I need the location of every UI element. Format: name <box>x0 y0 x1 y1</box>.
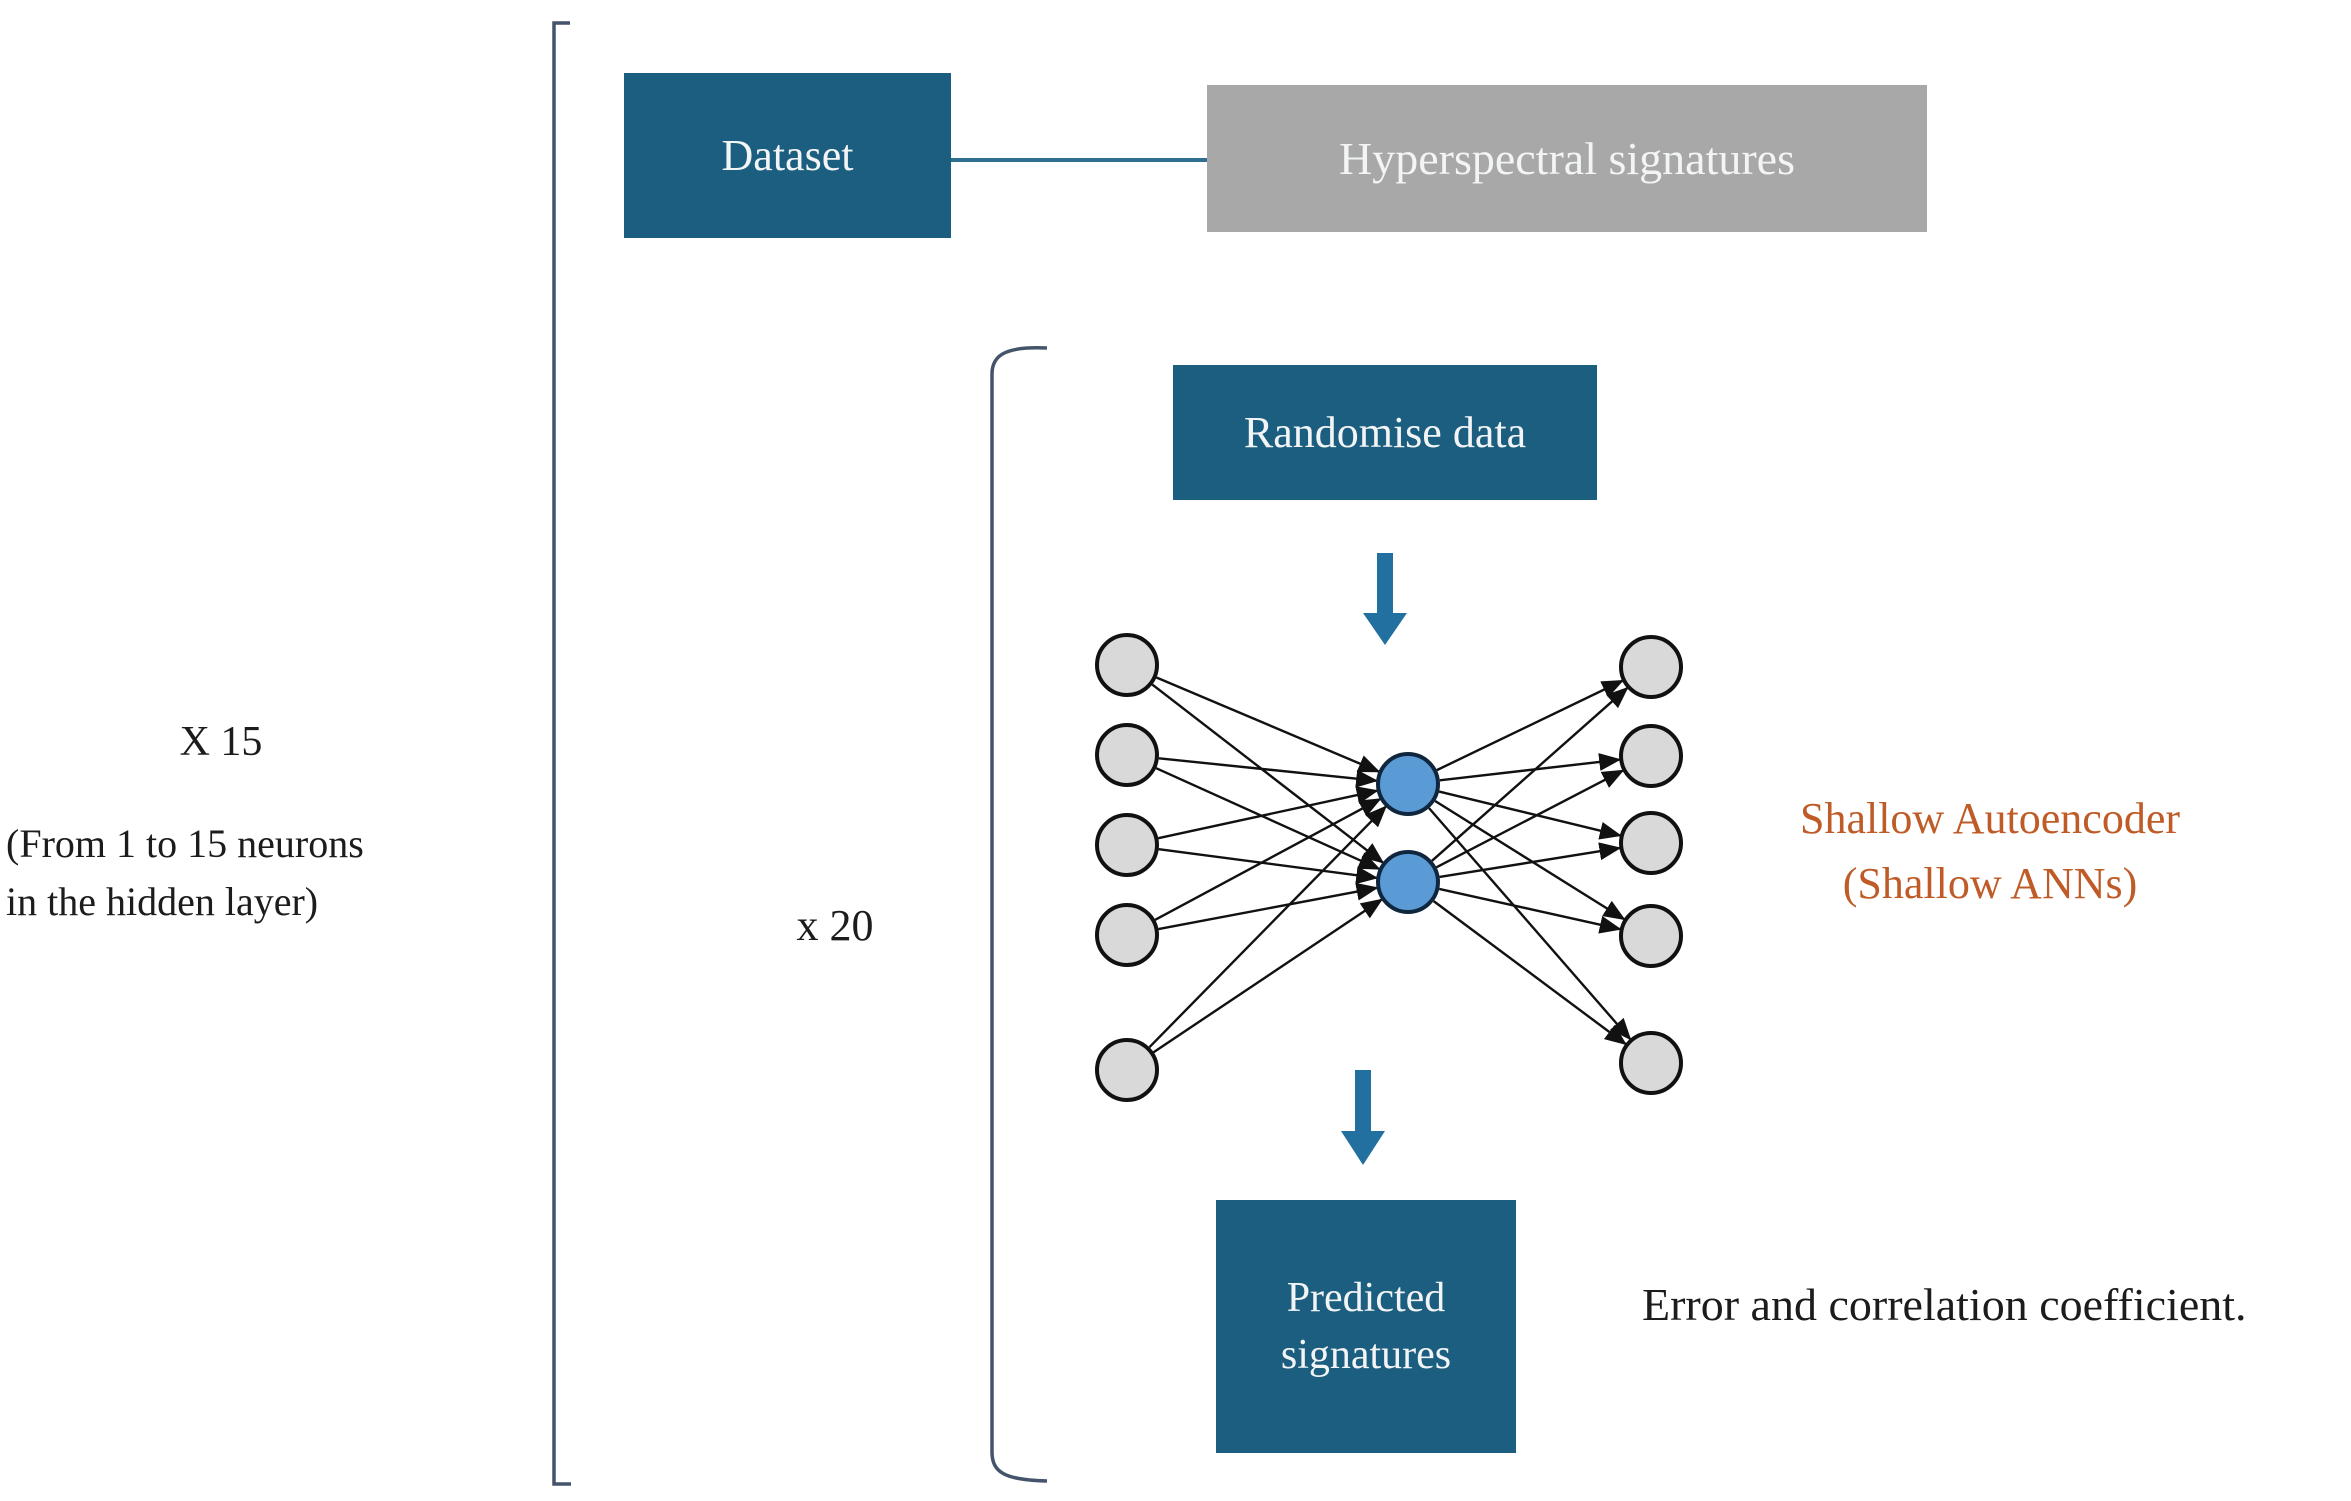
autoencoder-caption-line2: (Shallow ANNs) <box>1842 859 2138 909</box>
predicted-signatures-box: Predicted signatures <box>1216 1200 1516 1453</box>
inner-repeat-annotation: x 20 <box>760 900 910 951</box>
input-node <box>1095 903 1159 967</box>
hidden-node <box>1376 752 1440 816</box>
output-node <box>1619 1031 1683 1095</box>
network-edge <box>1438 790 1622 840</box>
network-edge <box>1435 769 1625 869</box>
network-edge <box>1436 679 1624 772</box>
predicted-box-label-line2: signatures <box>1280 1331 1452 1378</box>
outer-repeat-count: X 15 <box>179 719 263 765</box>
network-edge <box>1439 753 1622 782</box>
error-caption: Error and correlation coefficient. <box>1642 1278 2351 1331</box>
output-node <box>1619 904 1683 968</box>
outer-repeat-note-line1: (From 1 to 15 neurons <box>6 820 364 866</box>
autoencoder-caption: Shallow Autoencoder (Shallow ANNs) <box>1730 786 2250 916</box>
outer-repeat-note-line2: in the hidden layer) <box>6 878 319 924</box>
inner-repeat-count: x 20 <box>796 901 874 950</box>
dataset-box-label: Dataset <box>721 131 854 180</box>
arrow-down-to-network <box>1363 553 1407 645</box>
outer-repeat-annotation: X 15 (From 1 to 15 neurons in the hidden… <box>6 712 436 931</box>
input-node <box>1095 1038 1159 1102</box>
output-node <box>1619 724 1683 788</box>
network-edge <box>1428 807 1632 1041</box>
output-node <box>1619 811 1683 875</box>
network-edge <box>1155 676 1381 773</box>
network-edge <box>1151 683 1385 864</box>
autoencoder-network <box>1095 633 1683 1102</box>
network-edge <box>1158 847 1379 885</box>
network-edge <box>1152 898 1384 1054</box>
inner-repeat-bracket <box>990 346 1048 1483</box>
network-edge <box>1148 805 1387 1049</box>
network-edge <box>1158 757 1379 788</box>
autoencoder-caption-line1: Shallow Autoencoder <box>1799 794 2181 843</box>
randomise-box-label: Randomise data <box>1243 408 1527 457</box>
network-edge <box>1431 686 1629 862</box>
hyperspectral-signatures-box: Hyperspectral signatures <box>1207 85 1927 232</box>
input-node <box>1095 723 1159 787</box>
outer-repeat-bracket <box>552 21 571 1486</box>
network-edge <box>1434 799 1626 921</box>
network-edge <box>1432 900 1627 1046</box>
network-edge <box>1439 842 1622 879</box>
error-caption-label: Error and correlation coefficient. <box>1642 1279 2247 1330</box>
output-node <box>1619 635 1683 699</box>
hyperspectral-box-label: Hyperspectral signatures <box>1338 133 1795 184</box>
network-edge <box>1154 798 1382 921</box>
network-edge <box>1438 887 1622 934</box>
dataset-box: Dataset <box>624 73 951 238</box>
arrow-down-to-predicted <box>1341 1070 1385 1165</box>
randomise-data-box: Randomise data <box>1173 365 1597 500</box>
predicted-box-label-line1: Predicted <box>1286 1274 1446 1321</box>
hidden-node <box>1376 850 1440 914</box>
input-node <box>1095 813 1159 877</box>
network-edge <box>1158 786 1379 840</box>
network-edge <box>1158 882 1379 931</box>
input-node <box>1095 633 1159 697</box>
